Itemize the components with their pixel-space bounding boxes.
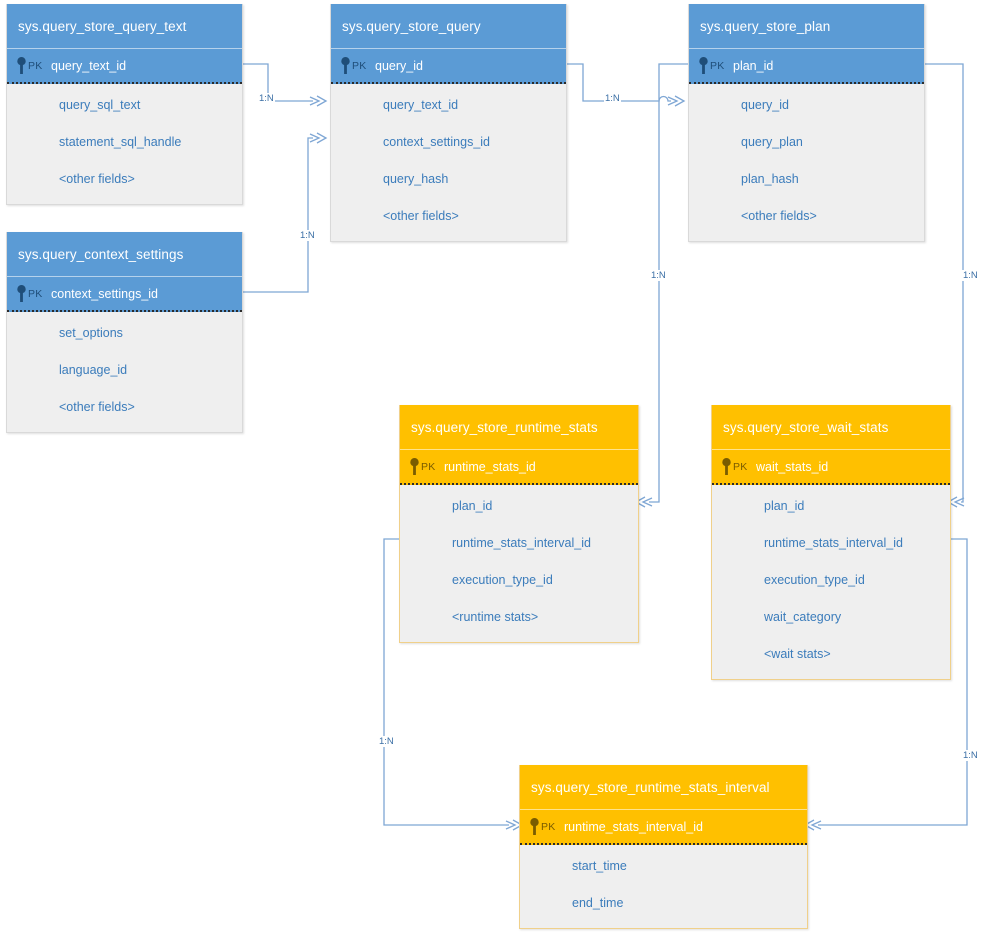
pk-field-query_store_query: query_id — [375, 58, 423, 73]
entity-field[interactable]: set_options — [59, 326, 123, 340]
entity-title-query_context_settings: sys.query_context_settings — [7, 232, 242, 277]
entity-field[interactable]: query_plan — [741, 135, 803, 149]
entity-pk-row-query_store_runtime_stats[interactable]: PK runtime_stats_id — [400, 450, 638, 485]
pk-badge-query_context_settings: PK — [7, 285, 51, 302]
entity-field[interactable]: plan_hash — [741, 172, 799, 186]
entity-pk-row-query_store_query[interactable]: PK query_id — [331, 49, 566, 84]
pk-label-query_context_settings: PK — [28, 287, 43, 300]
pk-field-query_store_query_text: query_text_id — [51, 58, 127, 73]
pk-badge-query_store_wait_stats: PK — [712, 458, 756, 475]
entity-field[interactable]: start_time — [572, 859, 627, 873]
pk-field-query_context_settings: context_settings_id — [51, 286, 159, 301]
pk-label-query_store_query_text: PK — [28, 59, 43, 72]
arrowhead-ctx-to-query — [309, 132, 327, 144]
entity-field[interactable]: language_id — [59, 363, 128, 377]
pk-label-query_store_plan: PK — [710, 59, 725, 72]
entity-pk-row-query_store_runtime_stats_interval[interactable]: PK runtime_stats_interval_id — [520, 810, 807, 845]
entity-title-query_store_query: sys.query_store_query — [331, 4, 566, 49]
entity-title-query_store_plan: sys.query_store_plan — [689, 4, 924, 49]
pk-badge-query_store_runtime_stats_interval: PK — [520, 818, 564, 835]
pk-field-query_store_runtime_stats: runtime_stats_id — [444, 459, 536, 474]
entity-title-query_store_runtime_stats: sys.query_store_runtime_stats — [400, 405, 638, 450]
cardinality-label-rel-interval-runtime: 1:N — [378, 736, 395, 747]
field-list-query_store_runtime_stats: plan_id runtime_stats_interval_id executio… — [400, 485, 638, 642]
arrowhead-text-to-query — [309, 95, 327, 107]
entity-field[interactable]: query_id — [741, 98, 789, 112]
cardinality-label-rel-plan-wait: 1:N — [962, 270, 979, 281]
entity-field[interactable]: query_sql_text — [59, 98, 141, 112]
key-icon — [340, 57, 351, 74]
key-icon — [16, 57, 27, 74]
entity-field[interactable]: plan_id — [452, 499, 493, 513]
key-icon — [529, 818, 540, 835]
pk-label-query_store_runtime_stats: PK — [421, 460, 436, 473]
entity-field[interactable]: <other fields> — [741, 209, 817, 223]
entity-field[interactable]: <other fields> — [59, 172, 135, 186]
field-list-query_store_query_text: query_sql_text statement_sql_handle <other… — [7, 84, 242, 204]
entity-field[interactable]: wait_category — [764, 610, 842, 624]
field-list-query_store_plan: query_id query_plan plan_hash <other fields… — [689, 84, 924, 241]
entity-field[interactable]: <other fields> — [383, 209, 459, 223]
entity-field[interactable]: statement_sql_handle — [59, 135, 182, 149]
pk-field-query_store_plan: plan_id — [733, 58, 774, 73]
entity-field[interactable]: runtime_stats_interval_id — [452, 536, 591, 550]
cardinality-label-rel-text-query: 1:N — [258, 93, 275, 104]
arrowhead-query-to-plan — [667, 95, 685, 107]
entity-field[interactable]: query_hash — [383, 172, 449, 186]
entity-field[interactable]: <runtime stats> — [452, 610, 539, 624]
key-icon — [16, 285, 27, 302]
entity-title-query_store_wait_stats: sys.query_store_wait_stats — [712, 405, 950, 450]
entity-pk-row-query_context_settings[interactable]: PK context_settings_id — [7, 277, 242, 312]
pk-label-query_store_query: PK — [352, 59, 367, 72]
key-icon — [409, 458, 420, 475]
field-list-query_store_wait_stats: plan_id runtime_stats_interval_id executio… — [712, 485, 950, 679]
entity-field[interactable]: plan_id — [764, 499, 805, 513]
connector-text-to-query — [243, 63, 313, 102]
entity-field[interactable]: query_text_id — [383, 98, 459, 112]
entity-field[interactable]: runtime_stats_interval_id — [764, 536, 903, 550]
cardinality-label-rel-interval-wait: 1:N — [962, 750, 979, 761]
field-list-query_store_query: query_text_id context_settings_id query_ha… — [331, 84, 566, 241]
pk-badge-query_store_query_text: PK — [7, 57, 51, 74]
entity-field[interactable]: <other fields> — [59, 400, 135, 414]
pk-label-query_store_runtime_stats_interval: PK — [541, 820, 556, 833]
key-icon — [721, 458, 732, 475]
entity-field[interactable]: <wait stats> — [764, 647, 831, 661]
pk-field-query_store_runtime_stats_interval: runtime_stats_interval_id — [564, 819, 703, 834]
pk-badge-query_store_query: PK — [331, 57, 375, 74]
entity-field[interactable]: execution_type_id — [452, 573, 553, 587]
connector-plan-to-runtime — [649, 63, 688, 503]
entity-title-query_store_runtime_stats_interval: sys.query_store_runtime_stats_interval — [520, 765, 807, 810]
connector-ctx-to-query — [243, 137, 313, 293]
pk-label-query_store_wait_stats: PK — [733, 460, 748, 473]
entity-field[interactable]: execution_type_id — [764, 573, 865, 587]
connector-query-to-plan-b — [655, 95, 671, 102]
entity-pk-row-query_store_plan[interactable]: PK plan_id — [689, 49, 924, 84]
entity-field[interactable]: end_time — [572, 896, 624, 910]
cardinality-label-rel-query-plan: 1:N — [604, 93, 621, 104]
pk-field-query_store_wait_stats: wait_stats_id — [756, 459, 829, 474]
cardinality-label-rel-ctx-query: 1:N — [299, 230, 316, 241]
field-list-query_store_runtime_stats_interval: start_time end_time — [520, 845, 807, 928]
pk-badge-query_store_runtime_stats: PK — [400, 458, 444, 475]
entity-pk-row-query_store_query_text[interactable]: PK query_text_id — [7, 49, 242, 84]
pk-badge-query_store_plan: PK — [689, 57, 733, 74]
entity-field[interactable]: context_settings_id — [383, 135, 491, 149]
field-list-query_context_settings: set_options language_id <other fields> — [7, 312, 242, 432]
entity-pk-row-query_store_wait_stats[interactable]: PK wait_stats_id — [712, 450, 950, 485]
cardinality-label-rel-plan-runtime: 1:N — [650, 270, 667, 281]
entity-title-query_store_query_text: sys.query_store_query_text — [7, 4, 242, 49]
key-icon — [698, 57, 709, 74]
